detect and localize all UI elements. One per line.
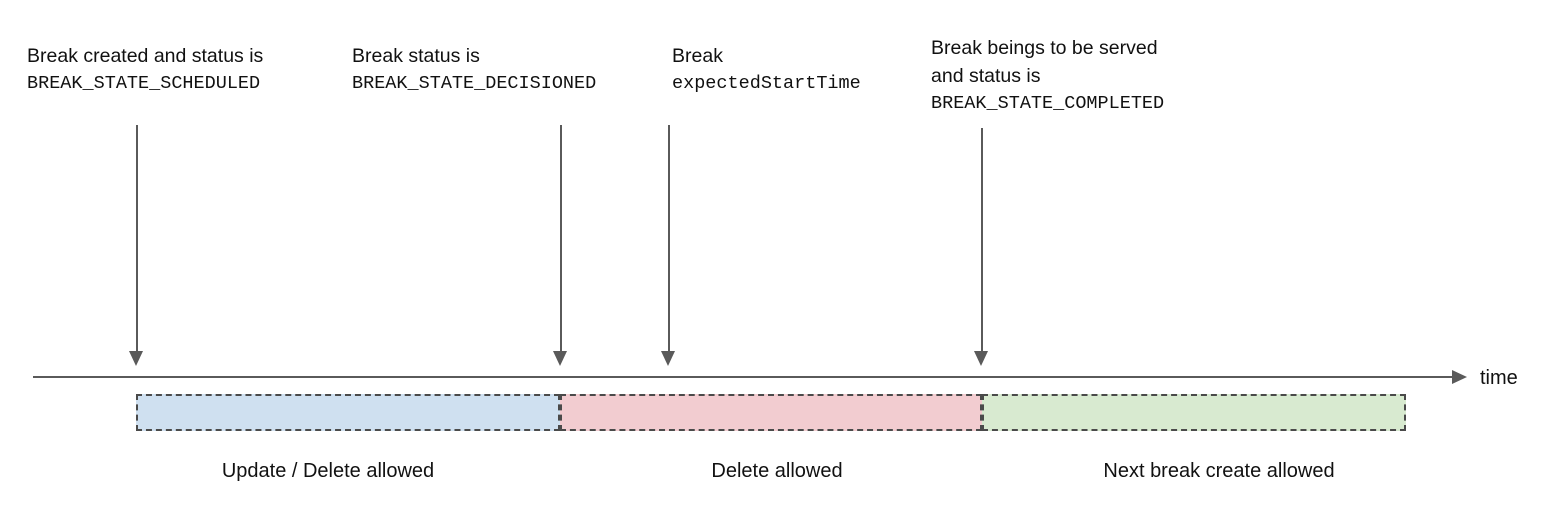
time-axis-arrow-head [1452, 369, 1467, 384]
time-axis-label: time [1480, 367, 1518, 389]
phase-bar-next-break [982, 394, 1406, 431]
arrow-line-expected-start-time [668, 125, 670, 351]
annotation-scheduled: Break created and status is BREAK_STATE_… [27, 42, 263, 98]
annotation-scheduled-state: BREAK_STATE_SCHEDULED [27, 73, 261, 94]
annotation-decisioned-line1: Break status is [352, 45, 480, 67]
annotation-completed-state: BREAK_STATE_COMPLETED [931, 93, 1165, 114]
annotation-expected-start-time-field: expectedStartTime [672, 73, 861, 94]
arrow-head-expected-start-time [660, 351, 675, 366]
phase-caption-next-break: Next break create allowed [1103, 460, 1335, 482]
phase-bar-delete [560, 394, 982, 431]
annotation-completed-line1: Break beings to be served [931, 37, 1158, 59]
arrow-line-scheduled [136, 125, 138, 351]
annotation-expected-start-time-line1: Break [672, 45, 723, 67]
phase-caption-update-delete: Update / Delete allowed [221, 460, 435, 482]
annotation-decisioned-state: BREAK_STATE_DECISIONED [352, 73, 597, 94]
arrow-line-decisioned [560, 125, 562, 351]
annotation-decisioned: Break status is BREAK_STATE_DECISIONED [352, 42, 596, 98]
arrow-head-completed [973, 351, 988, 366]
arrow-head-decisioned [552, 351, 567, 366]
annotation-expected-start-time: Break expectedStartTime [672, 42, 861, 98]
phase-caption-delete: Delete allowed [711, 460, 843, 482]
annotation-completed: Break beings to be served and status is … [931, 34, 1164, 118]
time-axis-line [33, 376, 1452, 378]
arrow-line-completed [981, 128, 983, 351]
phase-bar-update-delete [136, 394, 560, 431]
arrow-head-scheduled [128, 351, 143, 366]
annotation-completed-line2: and status is [931, 65, 1041, 87]
annotation-scheduled-line1: Break created and status is [27, 45, 264, 67]
